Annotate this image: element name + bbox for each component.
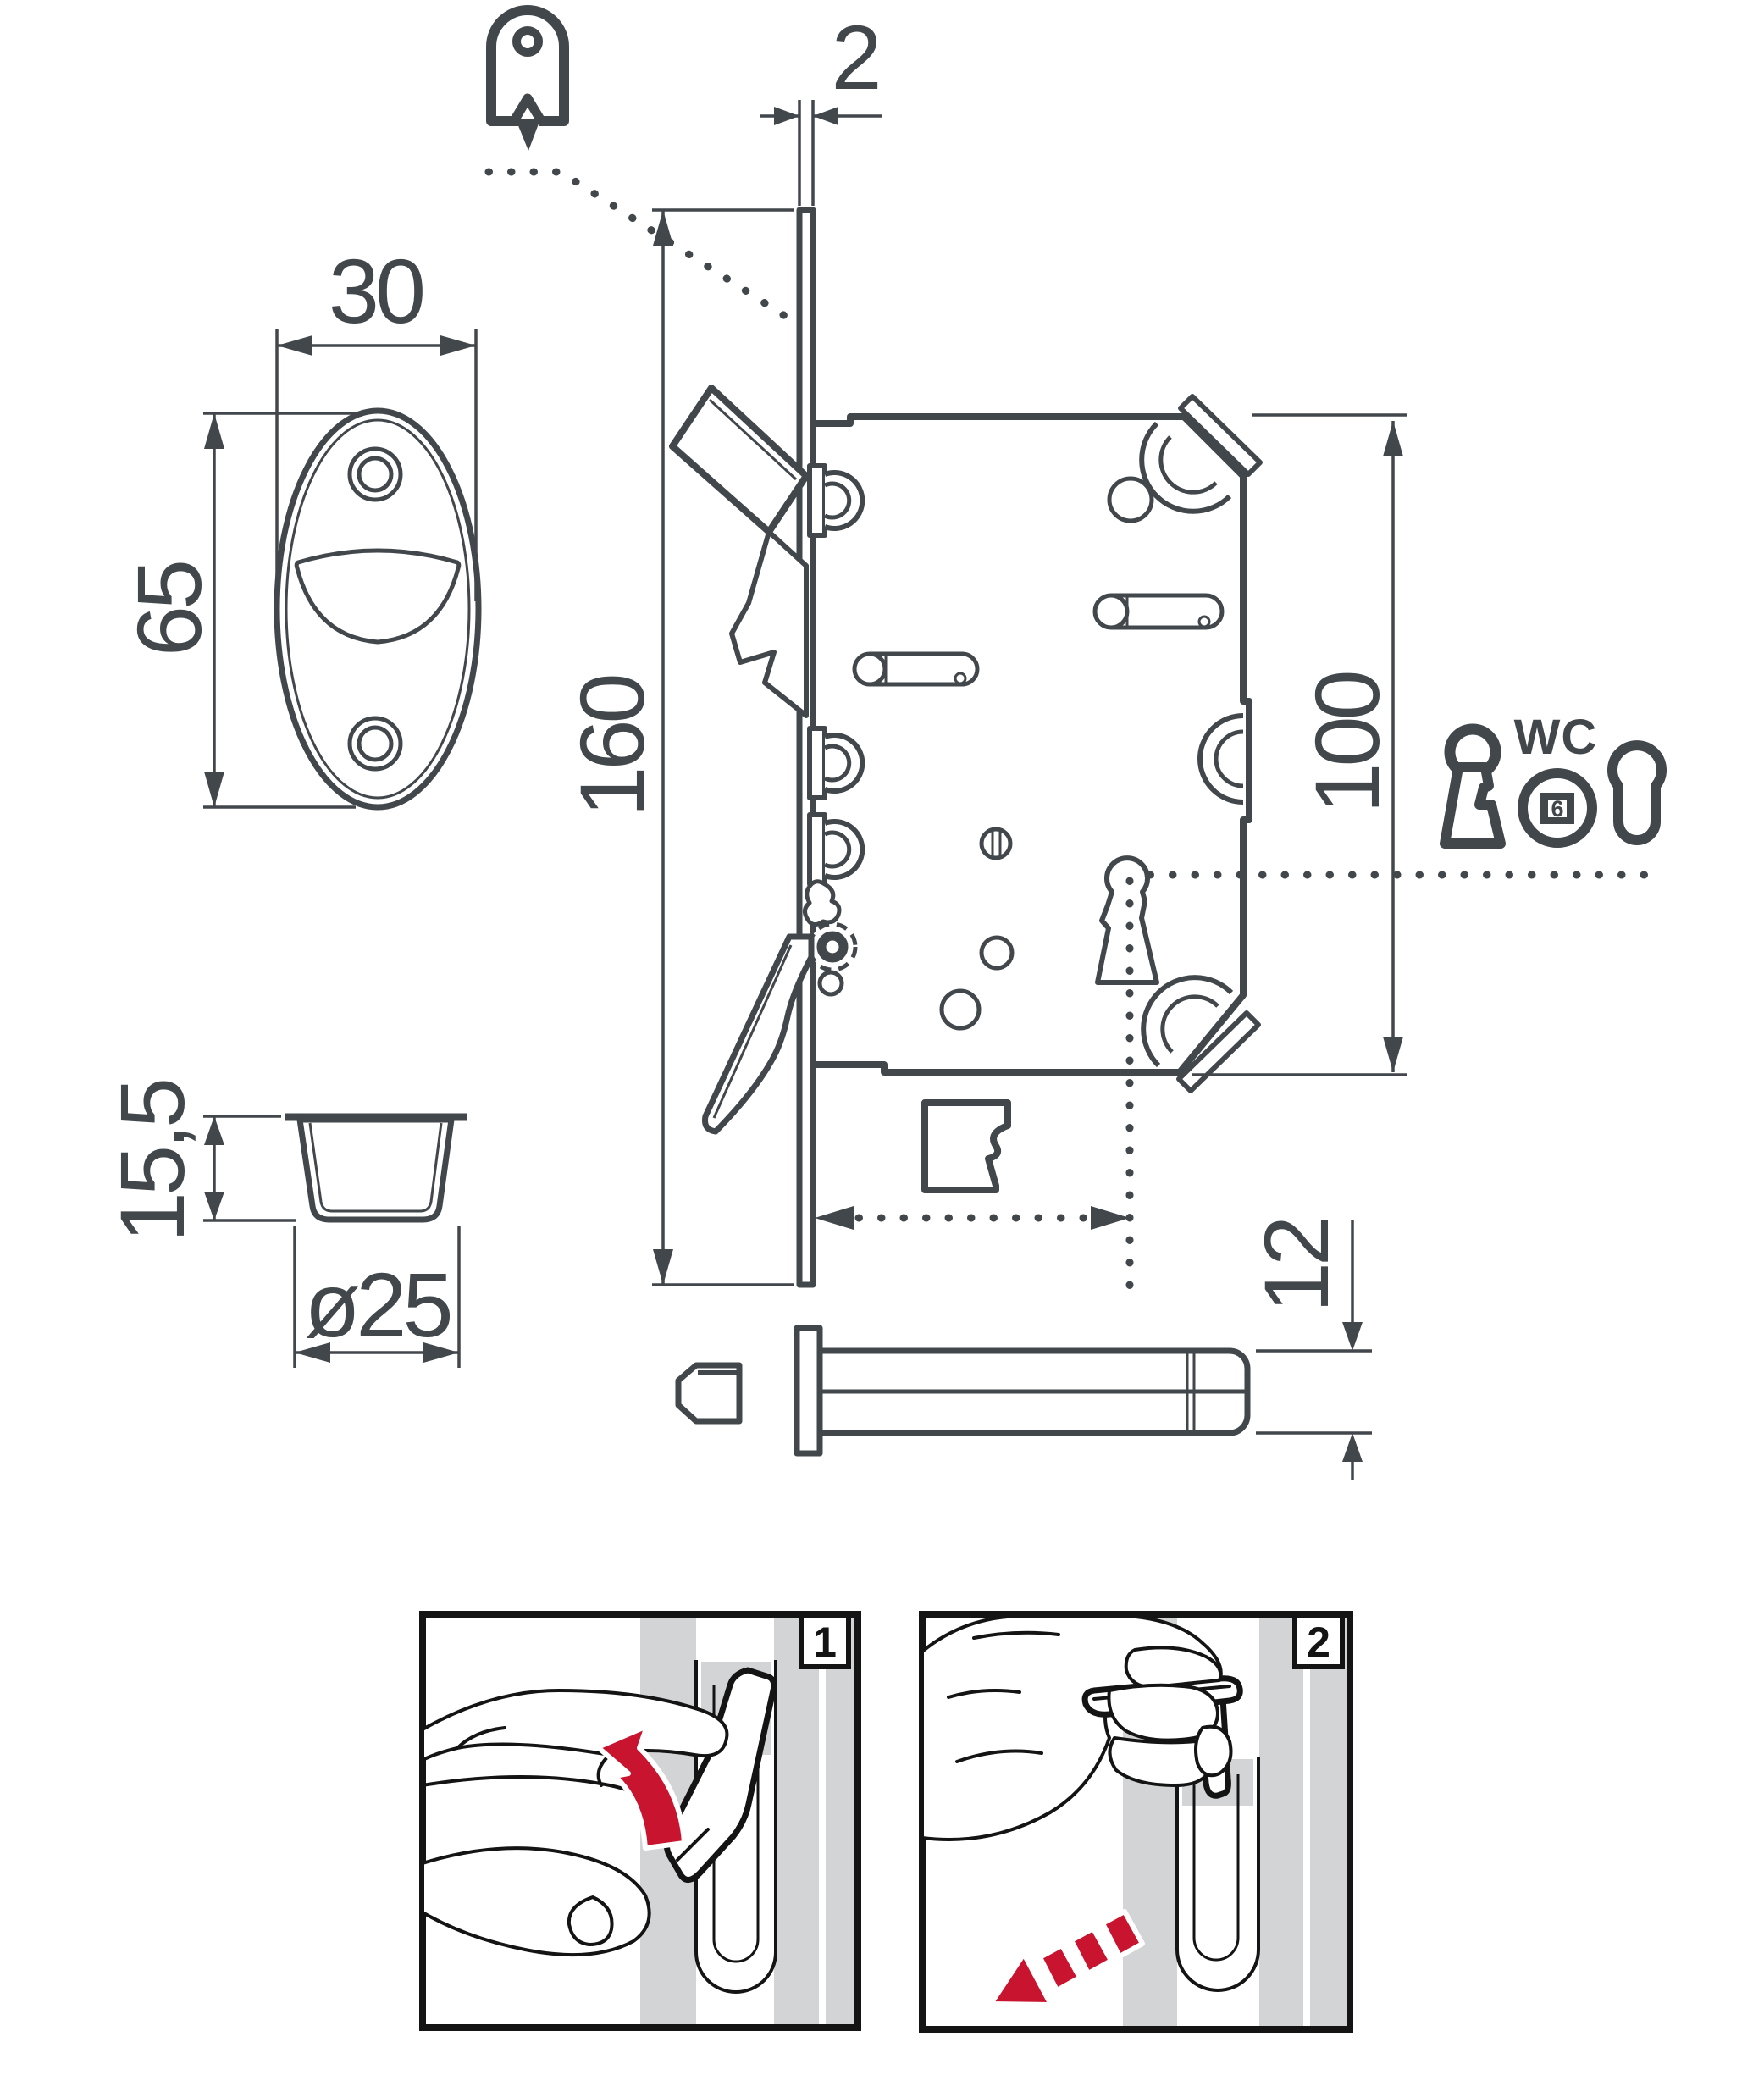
instruction-step-1: 1: [419, 1611, 861, 2031]
step-2-label: 2: [1307, 1618, 1330, 1666]
faceplate-tag-icon: [484, 5, 806, 331]
mount-hole: [1107, 476, 1154, 523]
faceplate-staples: [807, 463, 865, 887]
door-edge-stripe: [1259, 1618, 1347, 2026]
rotate-out-arrow: [595, 1724, 687, 1851]
slide-door-arrow: [988, 1909, 1145, 2007]
thumb-scoop: [294, 548, 462, 645]
hook-bolt-stowed: [669, 385, 810, 718]
pin-upper: [1092, 593, 1225, 630]
dim-plate-height: 65: [118, 412, 356, 809]
fingers-front: [1107, 1646, 1233, 1787]
hand-pinching: [421, 1689, 729, 1957]
dim-faceplate-height: 160: [561, 208, 794, 1286]
keyhole-cutout: [1095, 855, 1159, 985]
euro-cylinder-icon: [1607, 740, 1667, 845]
hole-large: [939, 988, 982, 1031]
door-edge-stripe: [774, 1618, 854, 2024]
dim-label-30: 30: [329, 240, 423, 342]
dim-label-100: 100: [1296, 672, 1398, 813]
dim-cup-diameter: ø25: [293, 1226, 461, 1368]
screw-slot-hole: [979, 827, 1013, 860]
dim-label-65: 65: [118, 562, 220, 656]
dim-faceplate-thickness: 2: [760, 6, 882, 206]
step-2-badge: 2: [1292, 1613, 1345, 1669]
leader-dotted-line: [484, 168, 806, 331]
dim-backset-dotted: [815, 1206, 1130, 1230]
pin-lower: [852, 651, 980, 687]
hook-lever: [663, 1667, 777, 1883]
side-staple-right: [1197, 713, 1244, 805]
dim-label-12: 12: [1245, 1220, 1347, 1313]
privacy-code-label: 6: [1551, 796, 1563, 822]
wc-label: WC: [1514, 710, 1598, 765]
lock-function-icons: WC 6: [1440, 710, 1667, 849]
lock-body-side-view: [803, 394, 1664, 1298]
dim-label-15-5: 15,5: [101, 1081, 203, 1242]
spindle-side-view: [675, 1325, 1251, 1457]
step-1-label: 1: [813, 1618, 837, 1666]
wc-privacy-circle-icon: 6: [1518, 768, 1597, 848]
corner-staple-bottom: [1141, 975, 1261, 1093]
dim-spindle-diameter: 12: [1245, 1220, 1372, 1480]
hole-small: [979, 935, 1015, 971]
rotary-catch: [803, 879, 858, 997]
hook-lever-extended: [702, 933, 815, 1135]
bit-keyhole-icon: [1440, 723, 1506, 849]
dim-cup-depth: 15,5: [101, 1081, 296, 1242]
instruction-step-2: 2: [919, 1611, 1353, 2033]
dim-label-160: 160: [561, 676, 663, 816]
escutcheon-plate-view: [274, 407, 482, 811]
corner-staple-top: [1139, 394, 1263, 514]
dim-plate-width: 30: [275, 240, 478, 601]
dim-body-height: 100: [1192, 413, 1407, 1076]
dim-label-d25: ø25: [304, 1253, 450, 1356]
dim-label-2: 2: [831, 6, 877, 108]
release-cutout: [921, 1099, 1011, 1193]
step-1-badge: 1: [799, 1613, 851, 1669]
cup-section-view: [285, 1113, 467, 1223]
